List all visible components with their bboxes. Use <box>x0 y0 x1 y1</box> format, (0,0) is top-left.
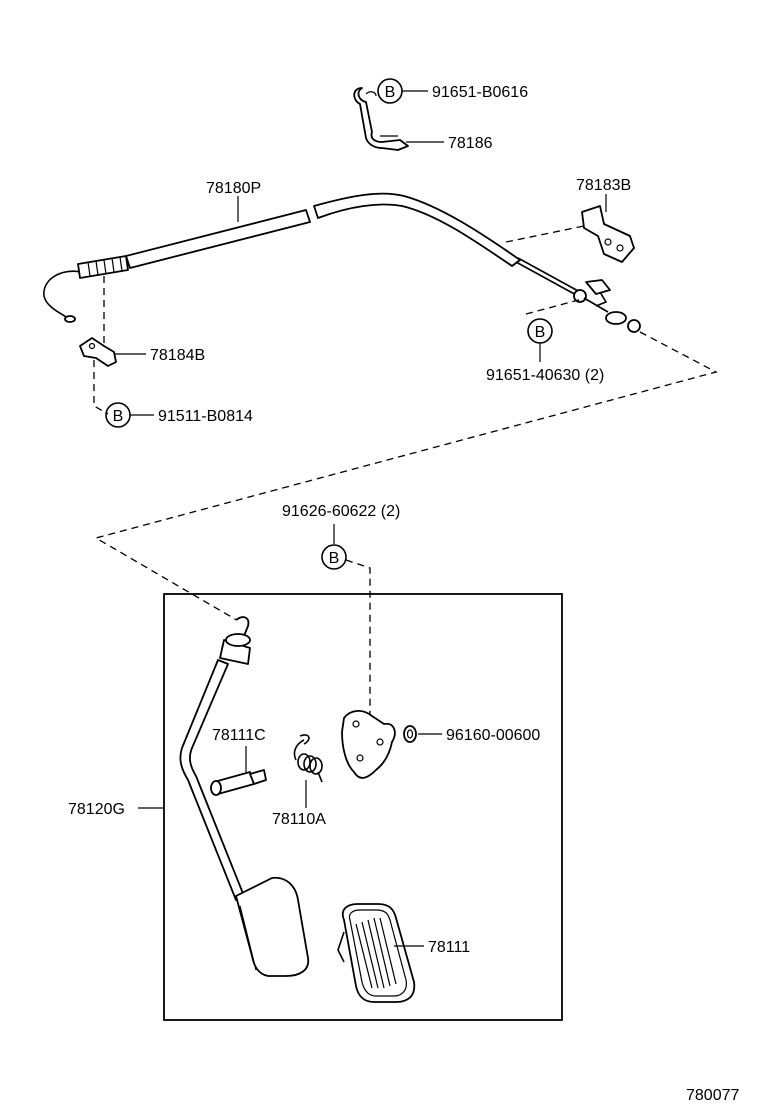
svg-text:B: B <box>535 324 546 341</box>
bracket-78186-drawing <box>353 87 409 151</box>
pedal-assembly-box <box>163 593 563 1021</box>
label-bolt-top: 91651-B0616 <box>432 84 528 101</box>
bracket-78183B-drawing <box>581 205 635 295</box>
bolt-marker-letter: B <box>385 84 396 101</box>
bolt-marker-right: B <box>527 318 553 344</box>
label-pedal-pad: 78111 <box>428 939 470 956</box>
svg-text:B: B <box>329 550 340 567</box>
pedal-arm-drawing <box>179 616 310 977</box>
label-bushing: 78111C <box>212 727 266 744</box>
label-spring: 78110A <box>272 811 326 828</box>
label-bolt-right: 91651-40630 (2) <box>486 367 604 384</box>
bolt-marker-left: B <box>105 402 131 428</box>
pedal-pad-78111-drawing <box>337 903 416 1003</box>
bushing-78111C-drawing <box>210 769 267 796</box>
svg-text:B: B <box>113 408 124 425</box>
label-cable: 78180P <box>206 180 261 197</box>
label-bracket-top: 78186 <box>448 135 493 152</box>
label-bolt-left: 91511-B0814 <box>158 408 253 425</box>
label-bracket-right: 78183B <box>576 177 631 194</box>
label-nut: 96160-00600 <box>446 727 540 744</box>
bracket-78184B-drawing <box>79 337 117 367</box>
bolt-marker-pedal: B <box>321 544 347 570</box>
pedal-bracket-drawing <box>341 710 396 779</box>
bolt-marker-top: B <box>377 78 403 104</box>
label-bolt-pedal: 91626-60622 (2) <box>282 503 400 520</box>
spring-78110A-drawing <box>293 734 323 783</box>
label-pedal-assy: 78120G <box>68 801 125 818</box>
diagram-number: 780077 <box>686 1087 739 1104</box>
accelerator-cable-drawing <box>43 192 641 333</box>
label-bracket-left: 78184B <box>150 347 205 364</box>
nut-96160-00600-drawing <box>403 725 417 743</box>
